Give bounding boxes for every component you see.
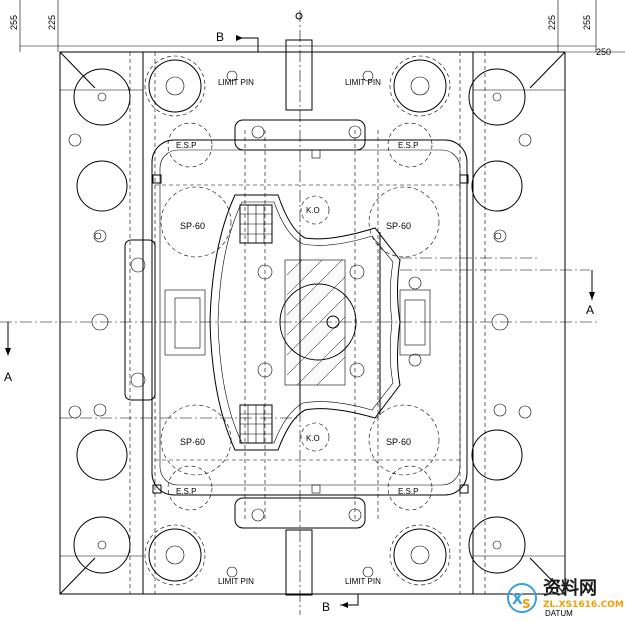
dim-255-left: 255 bbox=[9, 15, 19, 30]
section-b-bottom: B bbox=[322, 600, 330, 614]
ko-top: K.O bbox=[306, 206, 320, 215]
vent-block-top bbox=[239, 204, 273, 244]
outer-guide-circles bbox=[68, 68, 532, 574]
watermark-url: ZL.XS1616.COM bbox=[543, 600, 624, 610]
limit-pin-top-left: LIMIT PIN bbox=[218, 78, 254, 87]
esp-top-left: E.S.P bbox=[176, 141, 196, 150]
part-hatching bbox=[286, 259, 346, 386]
watermark-logo-icon: X S bbox=[507, 583, 537, 613]
section-arrows bbox=[5, 35, 595, 608]
sp60-top-right: SP·60 bbox=[386, 221, 411, 231]
ejector-pins bbox=[94, 125, 502, 522]
limit-pin-top-right: LIMIT PIN bbox=[345, 78, 381, 87]
limit-pin-gears bbox=[144, 55, 451, 586]
svg-text:S: S bbox=[522, 597, 531, 611]
sp60-top-left: SP·60 bbox=[180, 221, 205, 231]
esp-bottom-right: E.S.P bbox=[398, 487, 418, 496]
ko-bottom: K.O bbox=[306, 434, 320, 443]
section-b-top: B bbox=[216, 30, 224, 44]
sp60-bottom-right: SP·60 bbox=[386, 437, 411, 447]
vent-block-bottom bbox=[239, 404, 273, 444]
top-dimension-lines bbox=[19, 0, 625, 53]
cavity-plate bbox=[124, 119, 468, 529]
sprue-column bbox=[285, 12, 313, 596]
dim-250: 250 bbox=[596, 47, 611, 57]
dim-225-left: 225 bbox=[47, 15, 57, 30]
datum-label: DATUM bbox=[545, 609, 573, 618]
part-cavity bbox=[209, 194, 401, 451]
limit-pin-bottom-right: LIMIT PIN bbox=[345, 577, 381, 586]
dim-225-right: 225 bbox=[547, 15, 557, 30]
sp60-bottom-left: SP·60 bbox=[180, 437, 205, 447]
dim-255-right: 255 bbox=[582, 15, 592, 30]
ko-circles bbox=[300, 195, 330, 452]
outer-plate bbox=[59, 51, 566, 595]
esp-bottom-left: E.S.P bbox=[176, 487, 196, 496]
center-boss bbox=[257, 264, 422, 378]
esp-circles bbox=[167, 122, 433, 511]
section-a-right: A bbox=[586, 303, 594, 317]
watermark-site: 资料网 bbox=[543, 577, 597, 599]
limit-pin-bottom-left: LIMIT PIN bbox=[218, 577, 254, 586]
esp-top-right: E.S.P bbox=[398, 141, 418, 150]
section-a-left: A bbox=[4, 370, 12, 384]
svg-text:X: X bbox=[512, 592, 523, 608]
